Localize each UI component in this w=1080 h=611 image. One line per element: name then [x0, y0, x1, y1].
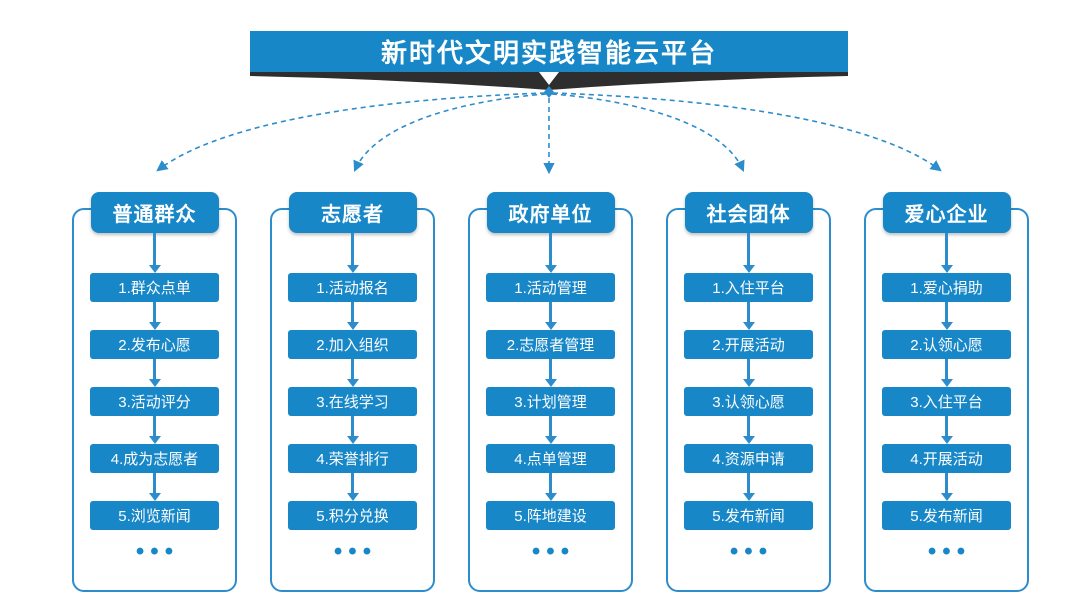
more-steps-ellipsis: ••• — [729, 538, 774, 565]
role-header-3: 政府单位 — [486, 192, 615, 233]
down-arrow-icon — [148, 473, 161, 501]
role-header-4: 社会团体 — [684, 192, 813, 233]
step-box-3-4: 4.点单管理 — [486, 444, 615, 473]
step-box-5-4: 4.开展活动 — [882, 444, 1011, 473]
down-arrow-icon — [940, 416, 953, 444]
down-arrow-icon — [544, 302, 557, 330]
role-header-5: 爱心企业 — [882, 192, 1011, 233]
down-arrow-icon — [742, 302, 755, 330]
down-arrow-icon — [544, 416, 557, 444]
step-box-3-2: 2.志愿者管理 — [486, 330, 615, 359]
more-steps-ellipsis: ••• — [531, 538, 576, 565]
role-header-1: 普通群众 — [90, 192, 219, 233]
platform-title: 新时代文明实践智能云平台 — [380, 38, 717, 68]
banner-down-arrow-icon — [539, 72, 559, 85]
step-box-3-5: 5.阵地建设 — [486, 501, 615, 530]
step-box-2-3: 3.在线学习 — [288, 387, 417, 416]
role-column-1: 普通群众 1.群众点单 2.发布心愿 3.活动评分 4.成为志愿者 5.浏览新闻 ••• — [72, 192, 237, 604]
down-arrow-icon — [148, 233, 161, 273]
step-box-1-1: 1.群众点单 — [90, 273, 219, 302]
more-steps-ellipsis: ••• — [135, 538, 180, 565]
down-arrow-icon — [148, 302, 161, 330]
down-arrow-icon — [742, 473, 755, 501]
step-box-2-4: 4.荣誉排行 — [288, 444, 417, 473]
step-box-4-1: 1.入住平台 — [684, 273, 813, 302]
down-arrow-icon — [544, 473, 557, 501]
step-box-4-3: 3.认领心愿 — [684, 387, 813, 416]
dashed-connector-2 — [353, 93, 547, 173]
connector-hub-icon — [544, 86, 554, 98]
role-column-3: 政府单位 1.活动管理 2.志愿者管理 3.计划管理 4.点单管理 5.阵地建设 ••• — [468, 192, 633, 604]
step-box-2-2: 2.加入组织 — [288, 330, 417, 359]
down-arrow-icon — [544, 233, 557, 273]
step-box-1-5: 5.浏览新闻 — [90, 501, 219, 530]
role-column-2: 志愿者 1.活动报名 2.加入组织 3.在线学习 4.荣誉排行 5.积分兑换 ••• — [270, 192, 435, 604]
role-column-4: 社会团体 1.入住平台 2.开展活动 3.认领心愿 4.资源申请 5.发布新闻 ••• — [666, 192, 831, 604]
step-box-1-3: 3.活动评分 — [90, 387, 219, 416]
down-arrow-icon — [346, 416, 359, 444]
down-arrow-icon — [148, 416, 161, 444]
step-box-4-5: 5.发布新闻 — [684, 501, 813, 530]
down-arrow-icon — [148, 359, 161, 387]
step-box-2-5: 5.积分兑换 — [288, 501, 417, 530]
down-arrow-icon — [346, 473, 359, 501]
down-arrow-icon — [940, 359, 953, 387]
down-arrow-icon — [940, 473, 953, 501]
step-box-4-2: 2.开展活动 — [684, 330, 813, 359]
step-box-5-3: 3.入住平台 — [882, 387, 1011, 416]
step-box-2-1: 1.活动报名 — [288, 273, 417, 302]
role-column-5: 爱心企业 1.爱心捐助 2.认领心愿 3.入住平台 4.开展活动 5.发布新闻 ••• — [864, 192, 1029, 604]
step-box-3-1: 1.活动管理 — [486, 273, 615, 302]
more-steps-ellipsis: ••• — [333, 538, 378, 565]
step-box-1-2: 2.发布心愿 — [90, 330, 219, 359]
step-box-5-2: 2.认领心愿 — [882, 330, 1011, 359]
down-arrow-icon — [940, 233, 953, 273]
dashed-connector-4 — [551, 93, 745, 173]
down-arrow-icon — [742, 233, 755, 273]
more-steps-ellipsis: ••• — [927, 538, 972, 565]
down-arrow-icon — [742, 416, 755, 444]
down-arrow-icon — [544, 359, 557, 387]
step-box-5-1: 1.爱心捐助 — [882, 273, 1011, 302]
role-header-2: 志愿者 — [288, 192, 417, 233]
step-box-3-3: 3.计划管理 — [486, 387, 615, 416]
step-box-1-4: 4.成为志愿者 — [90, 444, 219, 473]
down-arrow-icon — [940, 302, 953, 330]
down-arrow-icon — [346, 233, 359, 273]
down-arrow-icon — [742, 359, 755, 387]
step-box-4-4: 4.资源申请 — [684, 444, 813, 473]
dashed-connector-5 — [552, 92, 942, 172]
down-arrow-icon — [346, 359, 359, 387]
platform-banner: 新时代文明实践智能云平台 — [250, 31, 848, 72]
step-box-5-5: 5.发布新闻 — [882, 501, 1011, 530]
dashed-connector-1 — [156, 92, 546, 172]
down-arrow-icon — [346, 302, 359, 330]
